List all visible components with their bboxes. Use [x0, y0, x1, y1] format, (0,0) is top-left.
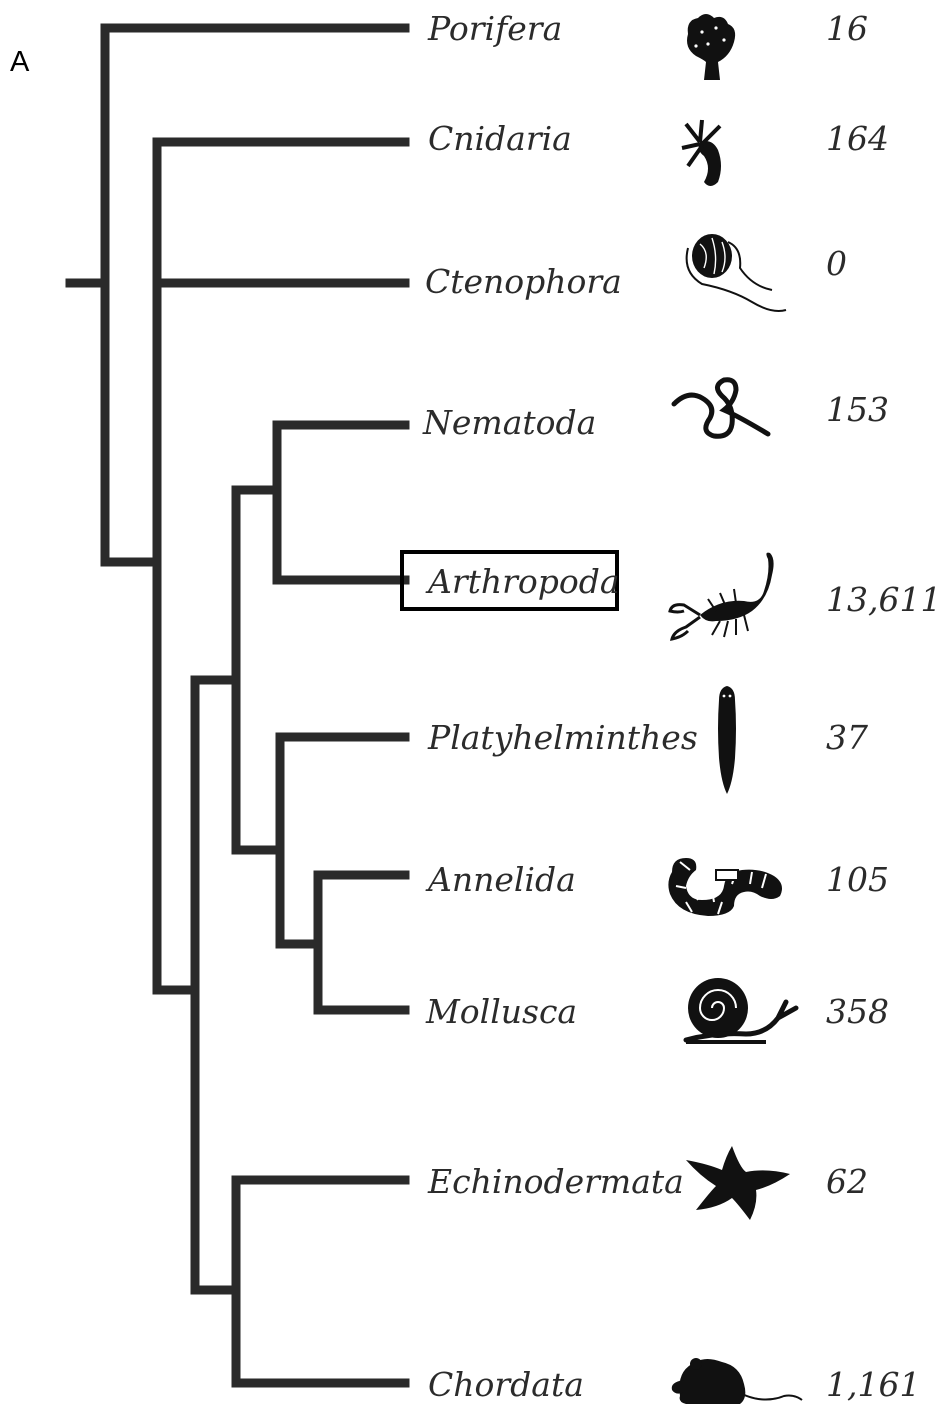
mouse-icon	[672, 1358, 802, 1404]
panel-label: A	[10, 46, 29, 79]
scorpion-icon	[670, 553, 774, 639]
species-count-annelida: 105	[826, 863, 889, 896]
species-count-porifera: 16	[826, 12, 868, 45]
species-count-ctenophora: 0	[826, 247, 847, 280]
taxon-label-arthropoda: Arthropoda	[428, 565, 620, 598]
roundworm-icon	[674, 380, 768, 437]
taxon-label-nematoda: Nematoda	[423, 406, 596, 439]
species-count-arthropoda: 13,611	[826, 583, 939, 616]
snail-icon	[686, 978, 796, 1042]
taxon-label-platyhelminthes: Platyhelminthes	[428, 721, 698, 754]
taxon-label-annelida: Annelida	[428, 863, 576, 896]
taxon-label-cnidaria: Cnidaria	[428, 122, 572, 155]
tree-branches	[70, 28, 405, 1383]
taxon-label-porifera: Porifera	[428, 12, 562, 45]
species-count-echinodermata: 62	[826, 1165, 868, 1198]
sponge-icon	[687, 14, 735, 80]
species-count-mollusca: 358	[826, 995, 889, 1028]
segmented-worm-icon	[668, 858, 782, 916]
species-count-chordata: 1,161	[826, 1368, 920, 1401]
species-count-nematoda: 153	[826, 393, 889, 426]
species-count-cnidaria: 164	[826, 122, 889, 155]
taxon-label-mollusca: Mollusca	[426, 995, 577, 1028]
flatworm-icon	[718, 686, 736, 794]
hydra-icon	[682, 120, 721, 186]
comb-jelly-icon	[687, 234, 786, 311]
species-count-platyhelminthes: 37	[826, 721, 868, 754]
taxon-label-echinodermata: Echinodermata	[428, 1165, 684, 1198]
taxon-label-chordata: Chordata	[428, 1368, 584, 1401]
taxon-label-ctenophora: Ctenophora	[425, 265, 622, 298]
starfish-icon	[686, 1146, 790, 1220]
